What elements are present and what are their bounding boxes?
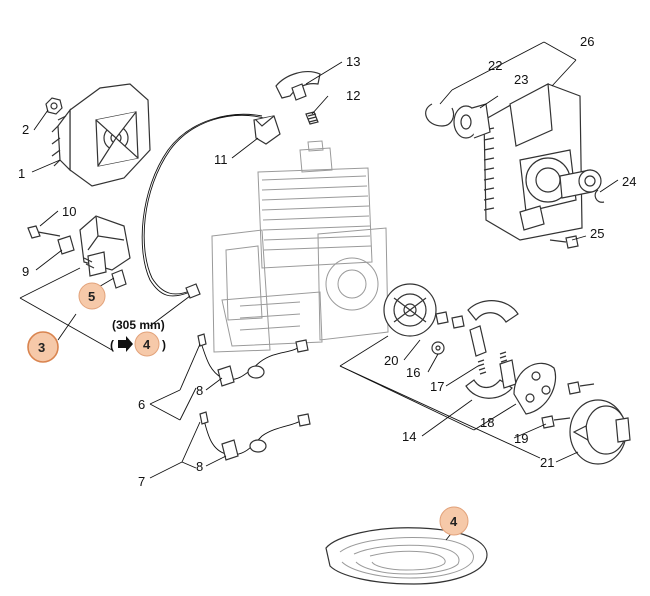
callout-18: 18 <box>480 415 494 430</box>
crankcase-housing <box>483 83 602 241</box>
clutch-spring <box>477 351 508 375</box>
callout-4-shield: 4 <box>450 514 458 529</box>
lead-length-note: (305 mm) <box>112 318 165 332</box>
callout-2: 2 <box>22 122 29 137</box>
callout-marker-4-note[interactable] <box>134 331 160 357</box>
callout-16: 16 <box>406 365 420 380</box>
spring-12 <box>305 111 319 125</box>
clutch-drum <box>569 399 631 465</box>
callout-marker-4-shield[interactable] <box>439 506 469 536</box>
clutch-carrier <box>383 283 437 337</box>
ground-wire-7 <box>199 411 311 461</box>
callout-17: 17 <box>430 379 444 394</box>
callout-12: 12 <box>346 88 360 103</box>
callout-8-lower: 8 <box>196 459 203 474</box>
flywheel <box>51 83 151 187</box>
callout-14: 14 <box>402 429 416 444</box>
callout-7: 7 <box>138 474 145 489</box>
spark-plug-boot-13 <box>275 71 321 101</box>
callout-22: 22 <box>488 58 502 73</box>
circlip-24 <box>594 189 605 203</box>
clutch-shoe-lower <box>465 359 517 399</box>
ignition-lead <box>141 113 263 297</box>
callout-25: 25 <box>590 226 604 241</box>
spark-plug-boot <box>111 269 127 289</box>
callout-13: 13 <box>346 54 360 69</box>
callout-marker-5[interactable] <box>78 282 106 310</box>
callout-21: 21 <box>540 455 554 470</box>
callout-8-upper: 8 <box>196 383 203 398</box>
callout-24: 24 <box>622 174 636 189</box>
ball-bearing <box>453 103 491 139</box>
callout-6: 6 <box>138 397 145 412</box>
heat-shield-spiral <box>325 527 488 585</box>
ignition-module <box>79 215 131 277</box>
callout-5: 5 <box>88 289 95 304</box>
spark-plug-cap <box>253 115 281 145</box>
callout-23: 23 <box>514 72 528 87</box>
note-open-paren: ( <box>110 338 114 352</box>
bush-20 <box>435 311 465 329</box>
callout-26: 26 <box>580 34 594 49</box>
callout-11: 11 <box>214 152 228 167</box>
callout-1: 1 <box>18 166 25 181</box>
screw-25 <box>549 235 579 249</box>
callout-leader-lines <box>19 41 619 541</box>
note-close-paren: ) <box>162 338 166 352</box>
ground-wire-6 <box>197 333 309 387</box>
callout-10: 10 <box>62 204 76 219</box>
clutch-plate <box>513 362 557 415</box>
washer-9 <box>57 235 75 255</box>
nut <box>45 97 63 115</box>
arrow-right-icon <box>118 336 133 352</box>
callout-marker-3[interactable] <box>27 331 59 363</box>
washer-16 <box>431 341 445 355</box>
callout-20: 20 <box>384 353 398 368</box>
circlip <box>425 103 455 127</box>
screw-19 <box>541 381 595 429</box>
callout-4-note: 4 <box>143 337 151 352</box>
callout-3: 3 <box>38 340 45 355</box>
callout-9: 9 <box>22 264 29 279</box>
callout-19: 19 <box>514 431 528 446</box>
engine-block-outline <box>211 140 389 353</box>
clutch-shoe-upper <box>467 300 519 357</box>
screw-10 <box>27 225 61 239</box>
